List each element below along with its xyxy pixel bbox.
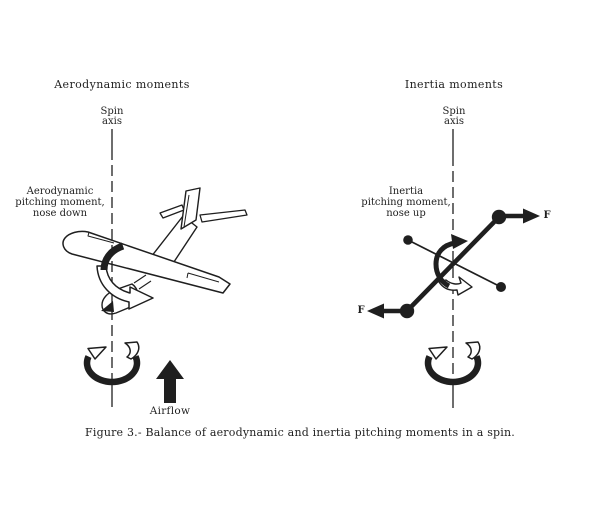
spin-rotation-arrow-icon: [83, 341, 141, 386]
airflow-label: Airflow: [149, 405, 191, 417]
force-arrow-left-icon: [367, 303, 401, 319]
moment-solid-head-right: [451, 234, 468, 249]
airplane-windshield: [133, 274, 152, 290]
force-arrow-right-icon: [505, 208, 540, 224]
aerodynamic-moment-label-line3: nose down: [32, 208, 88, 219]
airplane-propeller-spinner: [101, 301, 114, 312]
right-spin-axis-label: Spin axis: [443, 107, 466, 126]
fuselage-mass-rod: [405, 215, 501, 313]
airplane-aileron-marks: [87, 231, 220, 283]
airplane-fin: [180, 187, 201, 230]
dumbbell-drawing: [399, 209, 507, 319]
inertia-moment-label-line3: nose up: [386, 208, 426, 219]
airplane-stabilizer-left: [159, 204, 185, 219]
moment-ribbon-left: [96, 265, 154, 310]
left-spin-axis-label: Spin axis: [101, 107, 124, 126]
wing-mass-dot-left: [403, 235, 413, 245]
airplane-wing: [62, 230, 231, 294]
airplane-stabilizer-right: [199, 209, 248, 223]
wing-mass-dot-right: [496, 282, 506, 292]
aerodynamic-moment-label-line1: Aerodynamic: [26, 186, 94, 197]
inertia-moment-label: Inertia pitching moment, nose up: [361, 186, 450, 219]
inertia-moment-label-line2: pitching moment,: [361, 197, 451, 208]
spin-rotation-arrow-icon: [428, 342, 480, 382]
fuselage-mass-dot-upper: [491, 209, 507, 225]
moment-solid-arc-right: [433, 240, 456, 289]
nose-down-moment-arrow-icon: [96, 242, 154, 310]
aerodynamic-moment-label: Aerodynamic pitching moment, nose down: [15, 186, 104, 219]
airplane-fin-edge: [183, 194, 190, 228]
nose-up-moment-arrow-icon: [433, 234, 473, 296]
moment-ribbon-right: [438, 276, 473, 296]
airflow-arrow-icon: [156, 360, 184, 403]
force-label-lower-left: F: [357, 305, 365, 316]
left-diagram-title: Aerodynamic moments: [54, 78, 190, 91]
left-spin-axis-label-line1: Spin: [100, 106, 124, 117]
airplane-drawing: [62, 187, 248, 315]
figure-caption: Figure 3.- Balance of aerodynamic and in…: [85, 426, 515, 439]
inertia-moment-label-line1: Inertia: [388, 186, 424, 197]
aerodynamic-moment-label-line2: pitching moment,: [15, 197, 105, 208]
moment-solid-arc-left: [100, 242, 125, 271]
right-spin-axis-label-line1: Spin: [442, 106, 466, 117]
fuselage-mass-dot-lower: [399, 303, 415, 319]
right-diagram-title: Inertia moments: [404, 78, 504, 91]
left-spin-axis-label-line2: axis: [102, 115, 122, 127]
force-label-upper-right: F: [543, 210, 551, 221]
right-spin-axis-label-line2: axis: [444, 115, 464, 127]
